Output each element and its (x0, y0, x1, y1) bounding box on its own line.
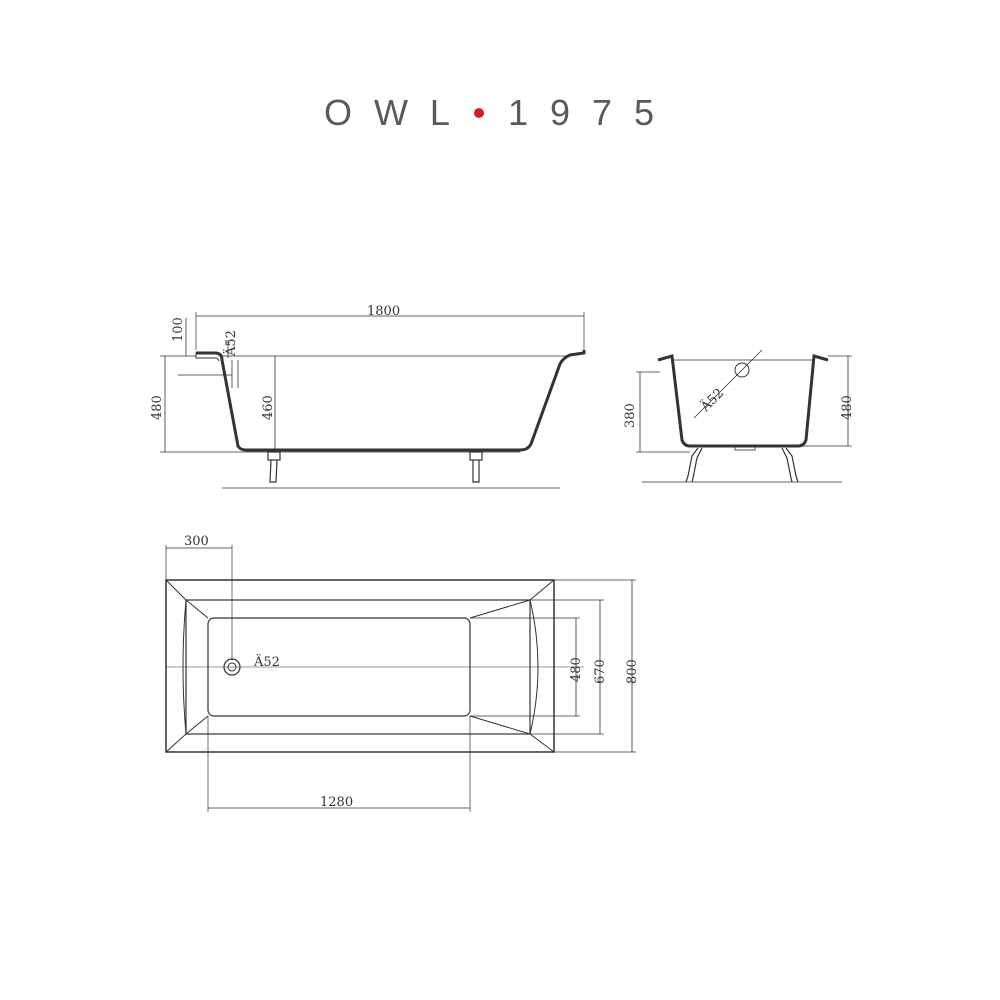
brand-logo: OWL 1975 (0, 88, 1000, 138)
top-drain-label: Ä52 (253, 653, 280, 670)
end-leg-left (685, 447, 703, 483)
top-rim-width-label: 670 (593, 659, 608, 684)
side-length-label: 1800 (367, 304, 400, 319)
top-inner-length-label: 1280 (320, 795, 353, 810)
side-leg-left (267, 451, 281, 483)
top-outer-rim (165, 579, 555, 753)
side-rim-inner (195, 353, 220, 362)
brand-dot (473, 108, 484, 118)
top-drain-inner (227, 662, 237, 672)
top-drain-offset-label: 300 (184, 534, 209, 549)
brand-year: 1975 (507, 92, 677, 133)
side-leg-right (469, 451, 483, 483)
top-inner-width-label: 480 (569, 657, 584, 682)
side-rim-height-label: 100 (171, 317, 186, 342)
side-view (160, 312, 586, 489)
end-leg-right (781, 447, 799, 483)
end-total-height-label: 480 (840, 395, 855, 420)
side-inner-depth-label: 460 (261, 395, 276, 420)
top-total-width-label: 800 (625, 659, 640, 684)
side-tub-outline (196, 350, 586, 452)
side-drain-label: Ä52 (222, 330, 239, 357)
end-inner-depth-label: 380 (623, 403, 638, 428)
top-view (165, 545, 636, 812)
end-drain-circle (734, 362, 750, 378)
end-view (636, 349, 852, 483)
brand-name: OWL (323, 92, 472, 133)
side-total-height-label: 480 (150, 395, 165, 420)
